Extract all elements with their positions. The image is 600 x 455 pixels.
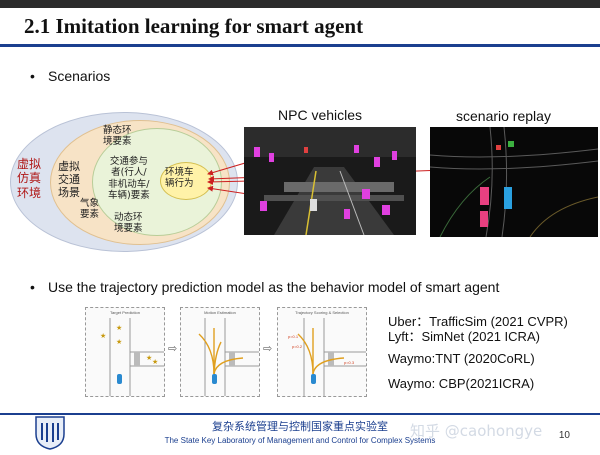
footer-bar (0, 413, 600, 455)
outer-label: 虚拟 仿真 环境 (17, 157, 42, 200)
reference-lyft: Lyft：SimNet (2021 ICRA) (388, 329, 540, 344)
page-number: 10 (558, 430, 570, 441)
svg-text:p=0.3: p=0.3 (344, 360, 355, 365)
vehicle-behavior-label: 环境车 辆行为 (165, 167, 194, 190)
mini-diagram-graphic: p=0.1 p=0.2 p=0.3 (288, 318, 366, 396)
mini-diagram-title: Motion Estimation (204, 310, 236, 315)
svg-text:★: ★ (116, 338, 122, 346)
lab-logo-icon (35, 416, 65, 450)
static-env-label: 静态环 境要素 (103, 125, 132, 148)
label-weather: 气象 要素 (80, 198, 99, 221)
footer-lab-name-en: The State Key Laboratory of Management a… (164, 436, 436, 445)
bullet-scenarios: • Scenarios (30, 68, 110, 84)
bullet-marker: • (30, 68, 35, 84)
bullet-text: Scenarios (48, 68, 111, 84)
title-underline (0, 44, 600, 47)
mini-diagram-trajectory-scoring: Trajectory Scoring & Selection p=0.1 p=0… (277, 307, 367, 397)
npc-vehicles-image (244, 127, 416, 235)
label-static-env: 静态环 境要素 (103, 125, 132, 148)
dynamic-env-label: 动态环 境要素 (114, 212, 143, 235)
pipeline-arrow-2: ⇨ (263, 343, 273, 355)
reference-waymo-tnt: Waymo:TNT (2020CoRL) (388, 351, 535, 366)
bullet-text: Use the trajectory prediction model as t… (48, 279, 500, 295)
reference-waymo-cbp: Waymo: CBP(2021ICRA) (388, 376, 535, 391)
bullet-marker: • (30, 279, 35, 295)
footer-lab-name-cn: 复杂系统管理与控制国家重点实验室 (212, 420, 388, 433)
npc-scene-graphic (244, 127, 416, 235)
scenario-replay-label: scenario replay (456, 108, 551, 124)
svg-text:★: ★ (152, 358, 158, 366)
label-virtual-traffic-scene: 虚拟 交通 场景 (58, 160, 80, 200)
core-ellipse (160, 162, 212, 200)
mini-diagram-motion-estimation: Motion Estimation (180, 307, 260, 397)
reference-uber: Uber：TrafficSim (2021 CVPR) (388, 314, 568, 329)
svg-text:★: ★ (100, 332, 106, 340)
mini-diagram-graphic: ★ ★ ★ ★ ★ (100, 318, 164, 396)
weather-label: 气象 要素 (80, 198, 100, 221)
middle-label: 虚拟 交通 场景 (58, 160, 80, 200)
replay-scene-graphic (430, 127, 598, 237)
mini-diagram-graphic (198, 318, 259, 396)
mini-diagram-title: Target Prediction (109, 310, 140, 315)
slide-title: 2.1 Imitation learning for smart agent (24, 14, 364, 38)
scenario-replay-image (430, 127, 598, 237)
watermark: 知乎 @caohongye (410, 422, 543, 440)
top-bar (0, 0, 600, 8)
pipeline-arrow-1: ⇨ (168, 343, 178, 355)
label-dynamic-env: 动态环 境要素 (114, 212, 143, 235)
svg-text:★: ★ (116, 324, 122, 332)
label-participants: 交通参与 者(行人/ 非机动车/ 车辆)要素 (108, 156, 150, 202)
mini-diagram-target-prediction: Target Prediction ★ ★ ★ ★ ★ (85, 307, 165, 397)
label-vehicle-behavior: 环境车 辆行为 (165, 167, 194, 190)
bullet-trajectory-model: • Use the trajectory prediction model as … (30, 279, 499, 295)
svg-text:p=0.2: p=0.2 (292, 344, 303, 349)
mini-diagram-title: Trajectory Scoring & Selection (295, 310, 349, 315)
svg-text:★: ★ (146, 354, 152, 362)
npc-vehicles-label: NPC vehicles (278, 107, 363, 123)
participants-label: 交通参与 者(行人/ 非机动车/ 车辆)要素 (108, 156, 150, 202)
label-virtual-sim-env: 虚拟 仿真 环境 (17, 157, 41, 200)
svg-text:p=0.1: p=0.1 (288, 334, 299, 339)
